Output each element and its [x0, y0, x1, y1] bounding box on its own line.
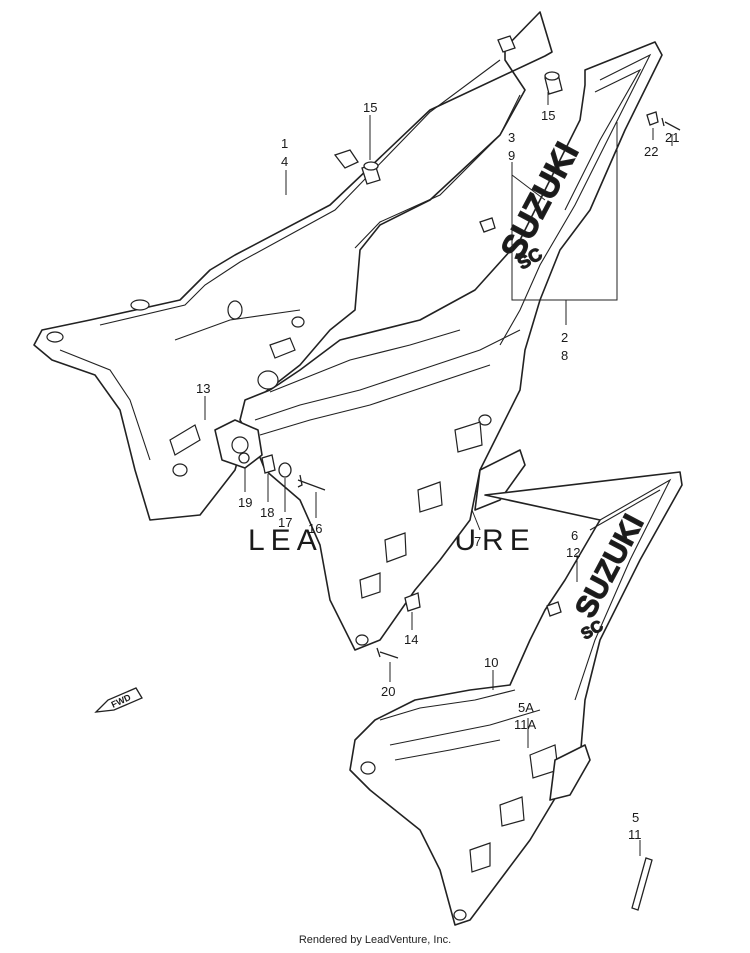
callout-12: 12 — [566, 545, 580, 560]
callout-17: 17 — [278, 515, 292, 530]
fwd-arrow-icon: FWD — [94, 687, 143, 713]
callout-11: 11 — [628, 827, 642, 842]
callout-19: 19 — [238, 495, 252, 510]
callout-6: 6 — [571, 528, 578, 543]
callout-7: 7 — [474, 534, 481, 549]
callout-1: 1 — [281, 136, 288, 151]
leader-lines — [204, 92, 673, 856]
callout-5A: 5A — [518, 700, 534, 715]
callout-labels: 15 15 1 4 3 9 22 21 2 8 13 19 18 17 16 7… — [196, 100, 679, 842]
frame-cover-left-upper — [33, 11, 553, 521]
callout-13: 13 — [196, 381, 210, 396]
grommet-15-left — [361, 161, 381, 185]
callout-18: 18 — [260, 505, 274, 520]
callout-11A: 11A — [514, 717, 536, 732]
callout-10: 10 — [484, 655, 498, 670]
trim-strip — [631, 857, 653, 911]
callout-4: 4 — [281, 154, 288, 169]
mounting-hardware — [214, 111, 681, 659]
callout-3: 3 — [508, 130, 515, 145]
callout-22: 22 — [644, 144, 658, 159]
callout-15-right: 15 — [541, 108, 555, 123]
callout-8: 8 — [561, 348, 568, 363]
footer-credit: Rendered by LeadVenture, Inc. — [298, 934, 452, 946]
callout-20: 20 — [381, 684, 395, 699]
callout-5: 5 — [632, 810, 639, 825]
callout-14: 14 — [404, 632, 418, 647]
grommet-15-right — [544, 71, 563, 95]
callout-21: 21 — [665, 130, 679, 145]
callout-9: 9 — [508, 148, 515, 163]
callout-16: 16 — [308, 521, 322, 536]
callout-15-left: 15 — [363, 100, 377, 115]
callout-2: 2 — [561, 330, 568, 345]
